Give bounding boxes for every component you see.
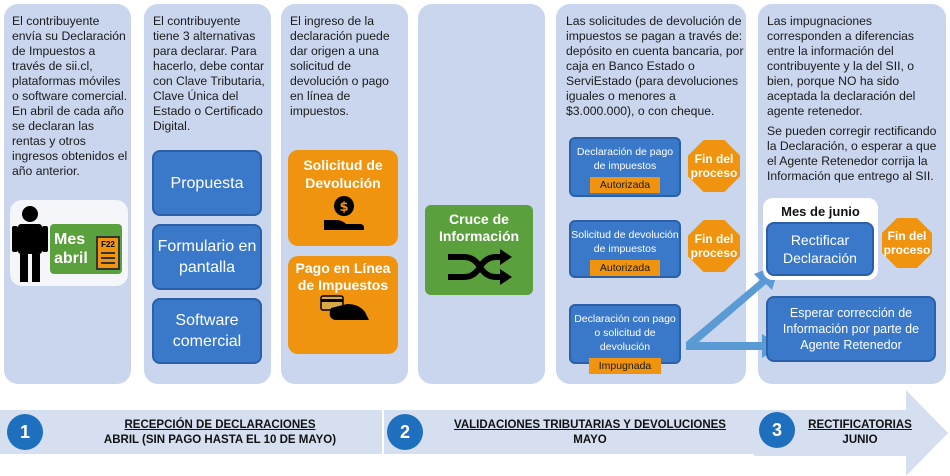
cross-info-label: Cruce de Información	[438, 211, 520, 244]
stage-3-title: RECTIFICATORIAS	[808, 419, 912, 431]
stage-2-number: 2	[387, 414, 423, 450]
refund-request-item: Solicitud de devolución de impuestos Aut…	[569, 220, 681, 278]
stage-1-title: RECEPCIÓN DE DECLARACIONES	[124, 419, 316, 431]
stage-1-number: 1	[7, 414, 43, 450]
refund-request-item-label: Solicitud de devolución de impuestos	[571, 229, 679, 255]
rectify-declaration-box: Rectificar Declaración	[766, 222, 874, 276]
online-payment-box: Pago en Línea de Impuestos	[288, 256, 398, 354]
option-screen-form: Formulario en pantalla	[152, 224, 262, 290]
timeline-bar-2	[384, 410, 754, 454]
stage-2-subtitle: MAYO	[573, 434, 607, 446]
stage-1-label: RECEPCIÓN DE DECLARACIONES ABRIL (SIN PA…	[70, 418, 370, 448]
challenged-declaration-box: Declaración con pago o solicitud de devo…	[569, 304, 681, 374]
cross-info-box: Cruce de Información	[425, 205, 533, 295]
stage-3-number: 3	[759, 412, 795, 448]
challenge-description: Las impugnaciones corresponden a diferen…	[767, 14, 916, 118]
form-f22-label: F22	[101, 240, 115, 249]
end-process-sign-1: Fin del proceso	[688, 140, 740, 192]
origin-description: El ingreso de la declaración puede dar o…	[290, 14, 390, 118]
online-payment-label: Pago en Línea de Impuestos	[295, 260, 391, 293]
person-icon	[12, 206, 48, 282]
reception-description: El contribuyente envía su Declaración de…	[12, 14, 128, 178]
alternatives-description: El contribuyente tiene 3 alternativas pa…	[153, 14, 265, 133]
svg-text:$: $	[339, 200, 348, 215]
money-hand-icon: $	[324, 196, 364, 230]
flow-arrows	[686, 264, 780, 358]
refund-request-label: Solicitud de Devolución	[303, 157, 383, 191]
correction-description: Se pueden corregir rectificando la Decla…	[767, 124, 937, 183]
column-cross	[418, 4, 545, 384]
status-authorized-2: Autorizada	[589, 260, 661, 276]
end-process-sign-3: Fin del proceso	[882, 218, 932, 268]
stage-3-subtitle: JUNIO	[842, 434, 878, 446]
payment-declaration-label: Declaración de pago de impuestos	[576, 146, 674, 172]
option-proposal: Propuesta	[152, 150, 262, 216]
refund-request-box: Solicitud de Devolución $	[288, 150, 398, 246]
month-april-badge: Mes abril F22	[50, 224, 122, 274]
option-commercial-software: Software comercial	[152, 298, 262, 364]
wait-correction-box: Esperar corrección de Información por pa…	[766, 296, 936, 362]
payment-declaration-box: Declaración de pago de impuestos Autoriz…	[569, 137, 681, 197]
stage-2-label: VALIDACIONES TRIBUTARIAS Y DEVOLUCIONES …	[430, 418, 750, 448]
status-authorized-1: Autorizada	[589, 177, 661, 193]
card-hand-icon	[320, 295, 369, 320]
timeline-bar-1	[0, 410, 382, 454]
june-label: Mes de junio	[781, 204, 860, 219]
end-process-sign-2: Fin del proceso	[688, 220, 740, 272]
stage-2-title: VALIDACIONES TRIBUTARIAS Y DEVOLUCIONES	[454, 419, 726, 431]
stage-3-label: RECTIFICATORIAS JUNIO	[800, 418, 920, 448]
status-challenged: Impugnada	[588, 358, 662, 374]
form-f22-icon: F22	[96, 236, 120, 270]
shuffle-icon	[448, 249, 512, 285]
payments-description: Las solicitudes de devolución de impuest…	[566, 14, 744, 118]
column-reception	[4, 4, 131, 384]
timeline-arrow-head	[754, 390, 948, 476]
month-april-label: Mes abril	[54, 231, 88, 267]
stage-1-subtitle: ABRIL (SIN PAGO HASTA EL 10 DE MAYO)	[103, 434, 337, 446]
challenged-declaration-label: Declaración con pago o solicitud de devo…	[574, 313, 676, 353]
